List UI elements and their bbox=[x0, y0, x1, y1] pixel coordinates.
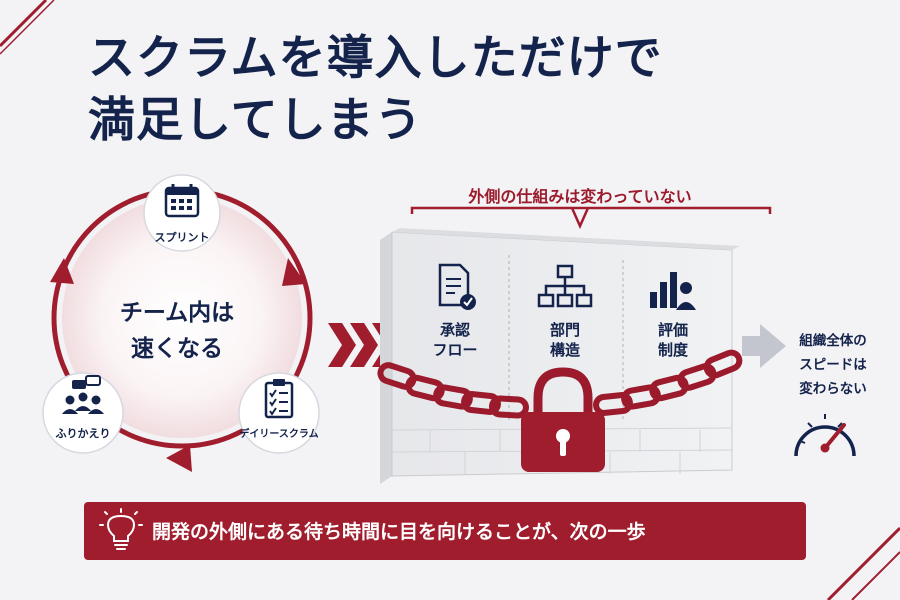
column-approval-flow: 承認 フロー bbox=[415, 320, 495, 360]
node-daily-scrum bbox=[238, 372, 320, 454]
outcome-line-1: 組織全体の bbox=[799, 333, 867, 349]
column-department-structure: 部門 構造 bbox=[525, 320, 605, 360]
lightbulb-icon bbox=[99, 508, 143, 550]
title-line-1: スクラムを導入しただけで bbox=[88, 31, 663, 86]
evaluation-chart-icon bbox=[650, 272, 696, 310]
speedometer-icon bbox=[794, 414, 856, 457]
column-evaluation-system: 評価 制度 bbox=[633, 320, 713, 360]
bottom-message-bar bbox=[84, 502, 806, 560]
page-title: スクラムを導入しただけで 満足してしまう bbox=[88, 28, 663, 152]
padlock-icon bbox=[521, 367, 605, 472]
cycle-arrowhead-right bbox=[282, 258, 306, 286]
chains bbox=[377, 349, 743, 419]
approval-document-icon bbox=[438, 263, 476, 310]
wall bbox=[380, 228, 740, 484]
banner-bracket bbox=[410, 206, 772, 230]
corner-stripe-top-left bbox=[0, 0, 55, 55]
node-label-retrospective: ふりかえり bbox=[55, 427, 111, 440]
cycle-arrowhead-bottom bbox=[166, 445, 192, 472]
title-line-2: 満足してしまう bbox=[88, 93, 423, 148]
outcome-line-3: 変わらない bbox=[799, 381, 867, 397]
cycle-arrowhead-left bbox=[50, 258, 74, 284]
outcome-arrow bbox=[742, 324, 786, 368]
bottom-message-text: 開発の外側にある待ち時間に目を向けることが、次の一歩 bbox=[152, 521, 646, 543]
wall-banner: 外側の仕組みは変わっていない bbox=[468, 187, 692, 206]
column-department-line-1: 部門 bbox=[549, 321, 580, 339]
center-line-2: 速くなる bbox=[131, 336, 223, 362]
column-department-line-2: 構造 bbox=[549, 341, 580, 359]
calendar-icon bbox=[164, 184, 200, 218]
corner-stripe-bottom-right bbox=[826, 526, 900, 600]
outcome-line-2: スピードは bbox=[799, 357, 867, 373]
node-sprint bbox=[143, 174, 221, 252]
column-evaluation-line-2: 制度 bbox=[657, 341, 688, 359]
outcome-label: 組織全体の スピードは 変わらない bbox=[778, 329, 888, 401]
node-label-sprint: スプリント bbox=[154, 231, 210, 244]
team-discussion-icon bbox=[62, 375, 104, 414]
column-approval-line-1: 承認 bbox=[439, 321, 470, 339]
center-line-1: チーム内は bbox=[119, 300, 235, 326]
cycle-center-label: チーム内は 速くなる bbox=[92, 295, 262, 367]
column-approval-line-2: フロー bbox=[432, 341, 478, 359]
node-label-daily-scrum: デイリースクラム bbox=[239, 429, 319, 440]
column-evaluation-line-1: 評価 bbox=[657, 321, 688, 339]
org-chart-icon bbox=[537, 264, 593, 308]
clipboard-checklist-icon bbox=[264, 379, 294, 419]
node-retrospective bbox=[42, 372, 124, 454]
